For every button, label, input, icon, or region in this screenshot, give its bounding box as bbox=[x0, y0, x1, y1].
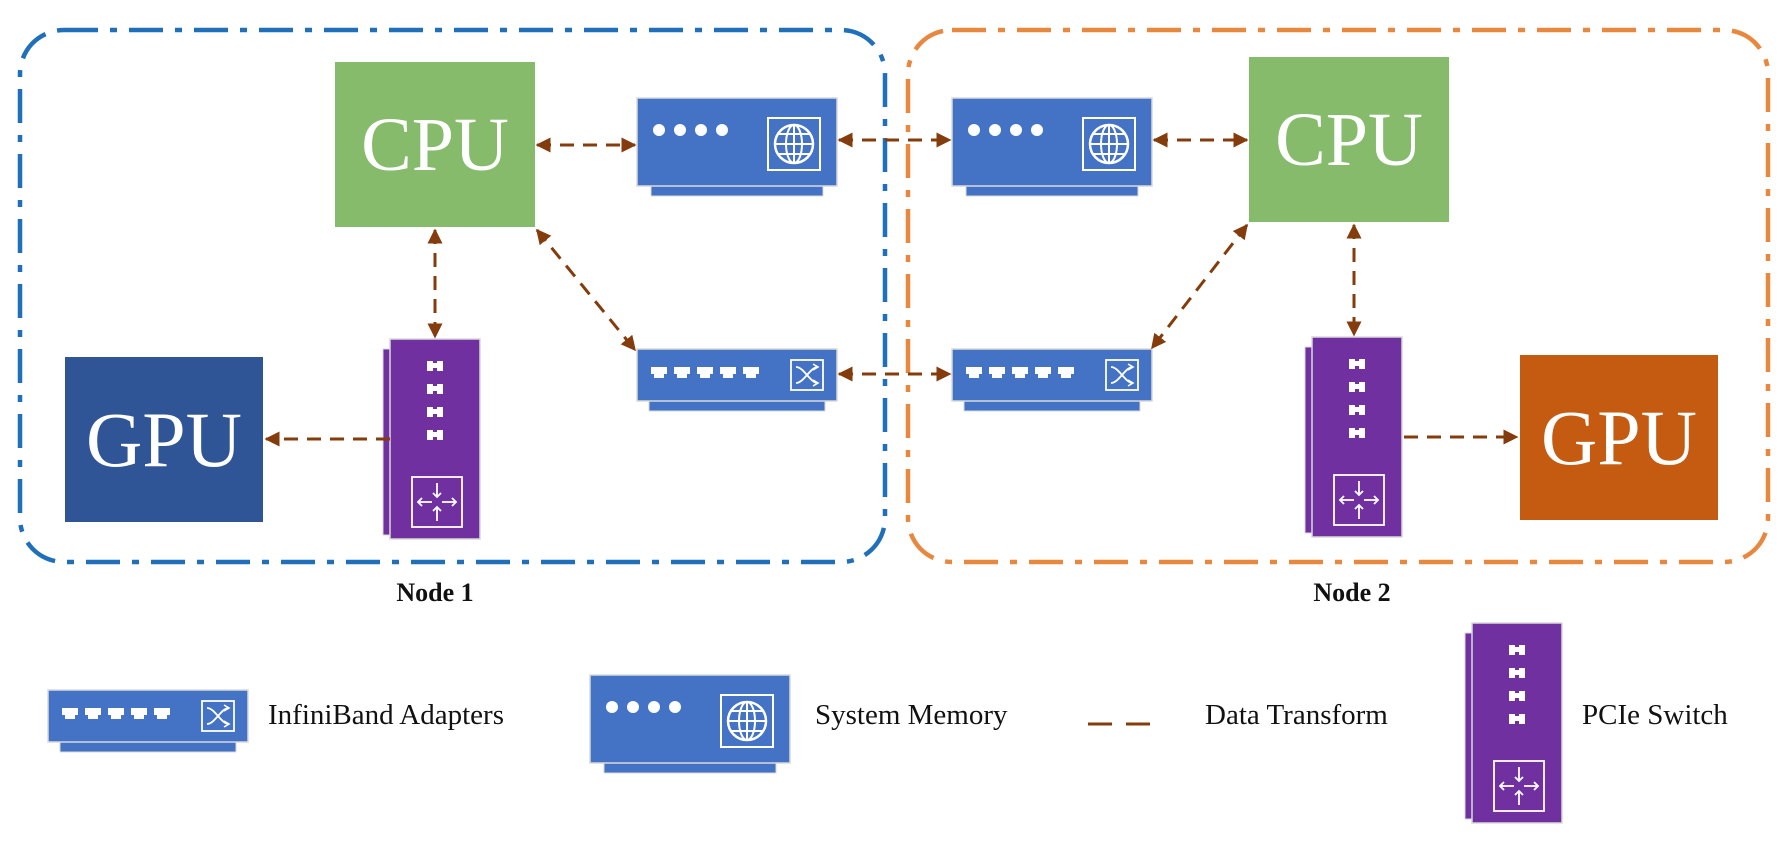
node-1-cpu-label: CPU bbox=[361, 103, 509, 187]
node-2-system-memory bbox=[950, 96, 1154, 198]
node-1-pcie-switch bbox=[383, 339, 480, 539]
node-1-container bbox=[17, 27, 888, 565]
legend-infiniband-icon bbox=[48, 690, 248, 752]
node-2-cpu: CPU bbox=[1249, 57, 1449, 222]
node-2-cpu-label: CPU bbox=[1275, 98, 1423, 182]
node-1-system-memory bbox=[635, 96, 839, 198]
legend: InfiniBand Adapters System Memory Data T… bbox=[48, 623, 1728, 823]
node-1-gpu: GPU bbox=[65, 357, 263, 522]
node-2-container bbox=[905, 27, 1771, 565]
legend-memory-label: System Memory bbox=[815, 699, 1008, 731]
legend-pcie-label: PCIe Switch bbox=[1582, 699, 1728, 731]
node-1-cpu: CPU bbox=[335, 62, 535, 227]
node-1-infiniband-adapter bbox=[637, 349, 837, 411]
legend-pcie-icon bbox=[1465, 623, 1562, 823]
arrow-cpu2-ib2 bbox=[1150, 223, 1249, 350]
node-2-label: Node 2 bbox=[1313, 578, 1390, 607]
node-2-gpu: GPU bbox=[1520, 355, 1718, 520]
node-1-gpu-label: GPU bbox=[86, 396, 242, 483]
legend-memory-icon bbox=[588, 673, 792, 775]
legend-infiniband-label: InfiniBand Adapters bbox=[268, 699, 504, 731]
data-transform-arrows bbox=[264, 132, 1519, 447]
node-2-gpu-label: GPU bbox=[1541, 394, 1697, 481]
node-2-infiniband-adapter bbox=[952, 349, 1152, 411]
arrow-cpu1-ib1 bbox=[535, 228, 637, 352]
node-2-pcie-switch bbox=[1305, 337, 1402, 537]
legend-data-transform-label: Data Transform bbox=[1205, 699, 1388, 731]
node-1-label: Node 1 bbox=[396, 578, 473, 607]
